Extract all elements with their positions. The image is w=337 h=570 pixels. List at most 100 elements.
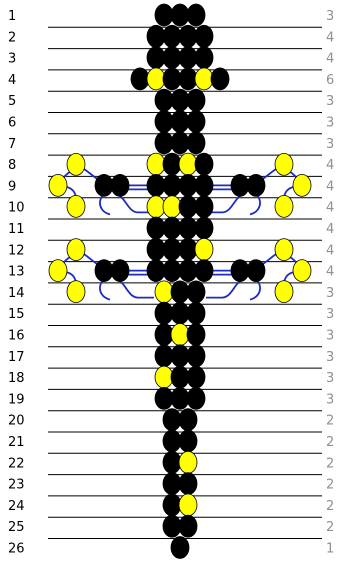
row-number: 18: [8, 371, 25, 386]
bead-row-10: [162, 195, 182, 219]
row-number: 22: [8, 456, 25, 471]
leg-toe-front: [292, 173, 312, 197]
bead-row-2: [162, 24, 182, 48]
leg-toe-front: [66, 194, 86, 218]
bead-count: 4: [326, 52, 334, 67]
bead-row-4: [210, 67, 230, 91]
bead-row-22: [162, 450, 182, 474]
bead-row-16: [186, 323, 206, 346]
bead-count: 3: [326, 286, 334, 301]
bead-row-18: [154, 365, 174, 389]
bead-row-16: [154, 323, 174, 346]
bead-count: 3: [326, 329, 334, 344]
bead-row-8: [146, 152, 166, 176]
leg-bead-back: [230, 259, 250, 283]
bead-count: 4: [326, 201, 334, 216]
bead-row-7: [186, 131, 206, 155]
bead-row-9: [194, 173, 214, 197]
bead-row-5: [170, 88, 190, 112]
bead-row-5: [186, 88, 206, 112]
bead-row-21: [162, 429, 182, 453]
row-number: 10: [8, 201, 25, 216]
bead-row-23: [162, 472, 182, 496]
bead-row-14: [154, 280, 174, 304]
bead-row-6: [170, 110, 190, 133]
bead-row-19: [170, 386, 190, 410]
bead-count: 3: [326, 371, 334, 386]
row-number: 24: [8, 499, 25, 514]
bead-row-2: [178, 24, 198, 48]
bead-row-5: [154, 88, 174, 112]
leg-bead-front: [246, 173, 266, 197]
bead-row-23: [178, 472, 198, 496]
bead-row-8: [194, 152, 214, 176]
bead-row-3: [178, 46, 198, 69]
leg-bead-back: [94, 259, 114, 283]
row-number: 7: [8, 137, 16, 152]
leg-bead-front: [230, 173, 250, 197]
leg-toe-back: [66, 280, 86, 304]
bead-row-24: [162, 493, 182, 517]
leg-bead-front: [94, 173, 114, 197]
bead-count: 1: [326, 542, 334, 557]
leg-bead-front: [110, 173, 130, 197]
bead-row-13: [162, 259, 182, 283]
bead-row-3: [162, 46, 182, 69]
leg-toe-front: [48, 173, 68, 197]
row-number: 9: [8, 179, 16, 194]
row-number: 11: [8, 222, 25, 237]
bead-row-11: [194, 216, 214, 240]
leg-toe-back: [274, 238, 294, 262]
bead-row-15: [186, 301, 206, 325]
bead-count: 2: [326, 478, 334, 493]
bead-count: 3: [326, 116, 334, 131]
leg-bead-back: [246, 259, 266, 283]
bead-row-6: [186, 110, 206, 133]
bead-row-20: [178, 408, 198, 432]
row-number: 5: [8, 94, 16, 109]
row-number: 17: [8, 350, 25, 365]
row-number: 25: [8, 520, 25, 535]
bead-row-13: [146, 259, 166, 283]
bead-count: 2: [326, 520, 334, 535]
leg-toe-front: [274, 194, 294, 218]
row-number: 1: [8, 9, 16, 24]
bead-count: 3: [326, 392, 334, 407]
leg-bead-back: [110, 259, 130, 283]
bead-count: 4: [326, 30, 334, 45]
bead-row-17: [170, 344, 190, 368]
bead-row-2: [146, 24, 166, 48]
row-number: 16: [8, 329, 25, 344]
bead-row-19: [186, 386, 206, 410]
beads: [48, 3, 312, 559]
bead-row-14: [186, 280, 206, 304]
bead-row-1: [154, 3, 174, 27]
bead-count: 3: [326, 137, 334, 152]
bead-row-15: [154, 301, 174, 325]
bead-row-11: [146, 216, 166, 240]
bead-count: 3: [326, 307, 334, 322]
bead-row-24: [178, 493, 198, 517]
bead-row-14: [170, 280, 190, 304]
bead-row-25: [178, 514, 198, 538]
leg-toe-front: [66, 152, 86, 176]
row-number: 13: [8, 265, 25, 280]
row-number: 15: [8, 307, 25, 322]
row-number: 19: [8, 392, 25, 407]
bead-count: 6: [326, 73, 334, 88]
bead-row-12: [162, 237, 182, 261]
bead-row-16: [170, 323, 190, 346]
bead-row-20: [162, 408, 182, 432]
row-number: 23: [8, 478, 25, 493]
bead-row-1: [186, 3, 206, 27]
bead-row-13: [178, 259, 198, 283]
bead-row-17: [154, 344, 174, 368]
row-number: 20: [8, 414, 25, 429]
row-number: 14: [8, 286, 25, 301]
bead-row-15: [170, 301, 190, 325]
bead-row-4: [194, 67, 214, 91]
row-number: 21: [8, 435, 25, 450]
bead-row-4: [178, 67, 198, 91]
bead-row-6: [154, 110, 174, 133]
